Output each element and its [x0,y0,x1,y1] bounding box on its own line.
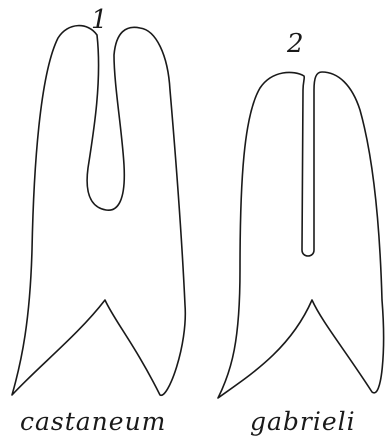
figure-1-number: 1 [91,5,108,35]
figure-2-name: gabrieli [250,407,356,436]
figure-1-outline [12,26,185,396]
figure-1-castaneum: 1 castaneum [12,5,185,436]
figure-2-gabrieli: 2 gabrieli [218,29,384,436]
figure-2-outline [218,72,384,398]
figure-1-name: castaneum [20,407,166,436]
figure-2-number: 2 [286,29,304,59]
